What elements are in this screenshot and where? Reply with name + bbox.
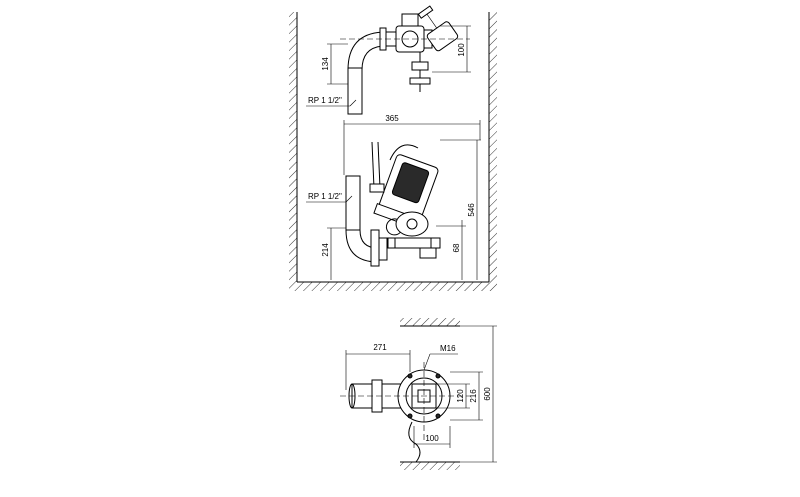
dim-120: 120 <box>436 383 470 409</box>
dim-600-label: 600 <box>483 387 492 401</box>
dim-546-label: 546 <box>467 203 476 217</box>
rp-label-mid: RP 1 1/2" <box>306 192 353 203</box>
dim-216: 216 <box>450 371 483 421</box>
dim-365-label: 365 <box>385 114 399 123</box>
dim-120-label: 120 <box>456 389 465 403</box>
pump-plan-view <box>340 362 470 463</box>
rp-mid-text: RP 1 1/2" <box>308 192 342 201</box>
dim-546: 546 <box>440 139 481 280</box>
pump-side-view <box>345 141 441 267</box>
dim-271: 271 <box>345 343 411 390</box>
m16-text: M16 <box>440 344 456 353</box>
dim-134-label: 134 <box>321 57 330 71</box>
dim-100-top: 100 <box>432 25 471 73</box>
dim-100-bottom-label: 100 <box>425 434 439 443</box>
pit-walls <box>289 12 497 291</box>
dim-134: 134 <box>321 43 348 85</box>
dim-600: 600 <box>460 325 497 463</box>
dim-100-bottom: 100 <box>413 426 451 448</box>
top-riser-pipe <box>340 5 470 115</box>
plan-walls <box>400 318 460 470</box>
dim-214: 214 <box>321 227 346 280</box>
rp-top-text: RP 1 1/2" <box>308 96 342 105</box>
rp-label-top: RP 1 1/2" <box>306 96 357 107</box>
dim-365: 365 <box>343 114 481 175</box>
dim-68: 68 <box>436 220 466 280</box>
m16-label: M16 <box>423 344 458 371</box>
dim-68-label: 68 <box>452 243 461 252</box>
dim-214-label: 214 <box>321 243 330 257</box>
dim-271-label: 271 <box>373 343 387 352</box>
dim-100-top-label: 100 <box>457 43 466 57</box>
dim-216-label: 216 <box>469 389 478 403</box>
